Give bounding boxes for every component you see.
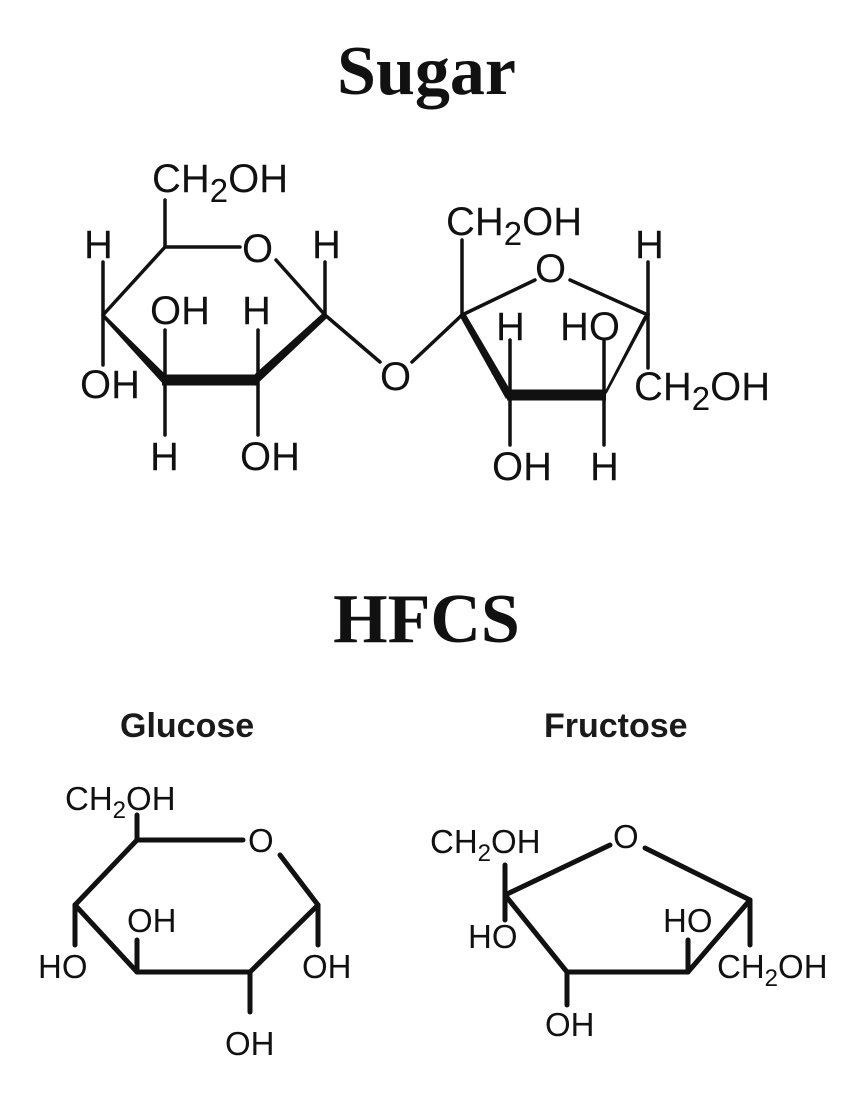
fructose-title: Fructose <box>544 707 688 745</box>
ring-oxygen-label: O <box>248 822 274 859</box>
ring-oxygen-label: O <box>242 227 273 271</box>
oh-label: OH <box>127 902 177 939</box>
ch2oh-label: CH2OH <box>717 948 828 992</box>
wedge-bond <box>459 313 512 399</box>
bond <box>502 842 613 898</box>
glucose-structure: CH2OH O OH HO OH OH <box>38 780 352 1062</box>
glucose-title: Glucose <box>120 707 255 745</box>
wedge-bond <box>601 313 650 399</box>
bond <box>72 902 140 975</box>
oh-label: OH <box>80 363 140 407</box>
bond <box>685 897 753 975</box>
h-label: H <box>312 223 341 267</box>
bond <box>502 892 570 975</box>
ch2oh-label: CH2OH <box>430 823 541 867</box>
bond <box>247 902 321 975</box>
ch2oh-label: CH2OH <box>152 157 288 209</box>
ch2oh-label: CH2OH <box>446 200 582 252</box>
bond <box>101 245 167 317</box>
oh-label: OH <box>492 445 552 489</box>
wedge-bond <box>255 312 327 386</box>
h-label: H <box>84 223 113 267</box>
hfcs-title: HFCS <box>333 581 520 658</box>
bond <box>277 852 321 908</box>
ch2oh-label: CH2OH <box>634 365 770 417</box>
oh-label: OH <box>302 948 352 985</box>
h-label: H <box>635 223 664 267</box>
bond <box>568 278 650 317</box>
h-label: H <box>496 305 525 349</box>
ring-oxygen-label: O <box>535 247 566 291</box>
ch2oh-label: CH2OH <box>65 780 176 824</box>
bond <box>323 313 382 364</box>
ho-label: HO <box>663 902 713 939</box>
bond <box>410 313 464 364</box>
wedge-bond <box>103 313 165 386</box>
h-label: H <box>590 445 619 489</box>
h-label: H <box>150 435 179 479</box>
oh-label: OH <box>240 435 300 479</box>
oh-label: OH <box>150 289 210 333</box>
bond <box>460 278 537 317</box>
bridge-oxygen-label: O <box>380 355 411 399</box>
oh-label: OH <box>545 1006 595 1043</box>
bond <box>274 258 327 317</box>
ho-label: HO <box>38 948 88 985</box>
ho-label: HO <box>468 918 518 955</box>
ring-oxygen-label: O <box>613 818 639 855</box>
sucrose-structure: CH2OH H O H OH H OH H OH O CH2OH O H H H… <box>80 157 770 489</box>
h-label: H <box>242 289 271 333</box>
bond <box>642 845 753 903</box>
ho-label: HO <box>560 305 620 349</box>
fructose-structure: CH2OH O HO HO CH2OH OH <box>430 818 828 1043</box>
oh-label: OH <box>225 1025 275 1062</box>
bond <box>72 837 140 908</box>
sugar-title: Sugar <box>337 33 516 110</box>
